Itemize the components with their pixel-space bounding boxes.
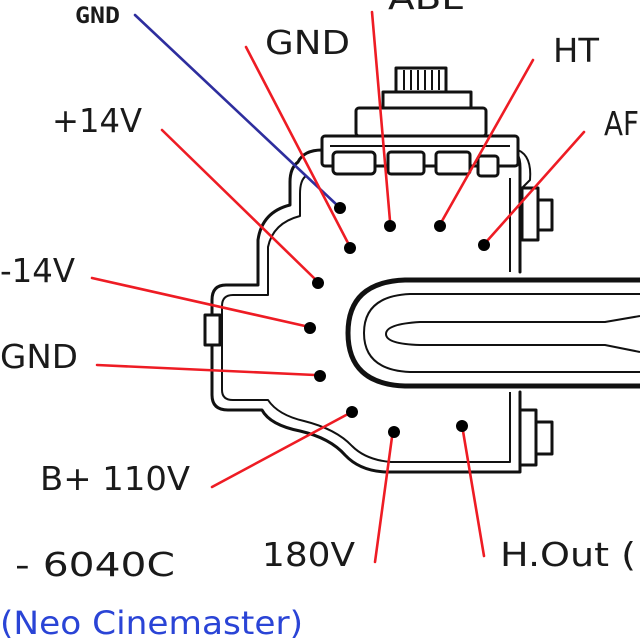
leader-gnd-top: [244, 45, 350, 245]
pin-gnd-left: [314, 370, 326, 382]
pin-labels: GND ABL GND HT +14V AF -14V GND B+ 110V …: [0, 0, 639, 584]
leader-ht: [440, 58, 535, 223]
leader-b-plus-110v: [210, 412, 350, 489]
top-connector-ribs: [403, 70, 440, 90]
pin-h-out: [456, 420, 468, 432]
housing-slot: [434, 150, 472, 176]
hv-lead-tube-core: [385, 315, 640, 353]
pins: [304, 202, 490, 438]
leader-af: [485, 130, 586, 243]
right-connector-lower: [518, 408, 538, 467]
pin-180v: [388, 426, 400, 438]
right-connector-upper: [520, 186, 540, 242]
label-gnd-wire: GND: [75, 4, 120, 29]
housing-slot: [331, 150, 377, 176]
housing-slots: [331, 150, 500, 178]
housing-slot: [386, 150, 426, 176]
right-connector-lower-tab: [534, 420, 554, 456]
body-inner-outline: [221, 175, 511, 463]
leader-lines: [90, 10, 586, 564]
leader-gnd-left: [95, 363, 317, 377]
leader-plus-14v: [160, 128, 317, 281]
right-connector-upper-tab: [536, 198, 554, 232]
label-180v: 180V: [262, 535, 355, 574]
pin-gnd: [344, 242, 356, 254]
left-clip: [203, 313, 222, 347]
top-cap: [354, 106, 488, 138]
label-gnd-top: GND: [265, 23, 350, 62]
pin-minus-14v: [304, 322, 316, 334]
label-minus-14v: -14V: [0, 251, 75, 290]
ground-wire-line: [133, 13, 339, 207]
flyback-transformer: [203, 66, 640, 474]
housing-slot: [476, 154, 500, 178]
hv-lead-tube-inner: [363, 293, 640, 373]
label-af: AF: [604, 104, 639, 143]
label-b-plus-110v: B+ 110V: [40, 459, 190, 498]
label-gnd-left: GND: [0, 337, 78, 376]
pin-abl: [384, 220, 396, 232]
pin-plus-14v: [312, 277, 324, 289]
top-neck: [381, 90, 473, 110]
label-abl: ABL: [388, 0, 464, 17]
pin-b-plus-110v: [346, 406, 358, 418]
leader-h-out: [461, 429, 486, 558]
pin-af: [478, 239, 490, 251]
housing-side-bracket: [517, 149, 532, 189]
label-part-number: - 6040C: [15, 545, 175, 584]
caption-model-name: (Neo Cinemaster): [0, 604, 303, 640]
leader-minus-14v: [90, 276, 307, 328]
label-plus-14v: +14V: [52, 101, 142, 140]
label-h-out: H.Out (: [500, 535, 636, 574]
hv-lead-tube-outer: [345, 277, 640, 389]
label-ht: HT: [553, 31, 600, 70]
pin-ht: [434, 220, 446, 232]
leader-180v: [373, 435, 394, 564]
leader-abl: [370, 10, 392, 223]
pin-gnd-wire: [334, 202, 346, 214]
